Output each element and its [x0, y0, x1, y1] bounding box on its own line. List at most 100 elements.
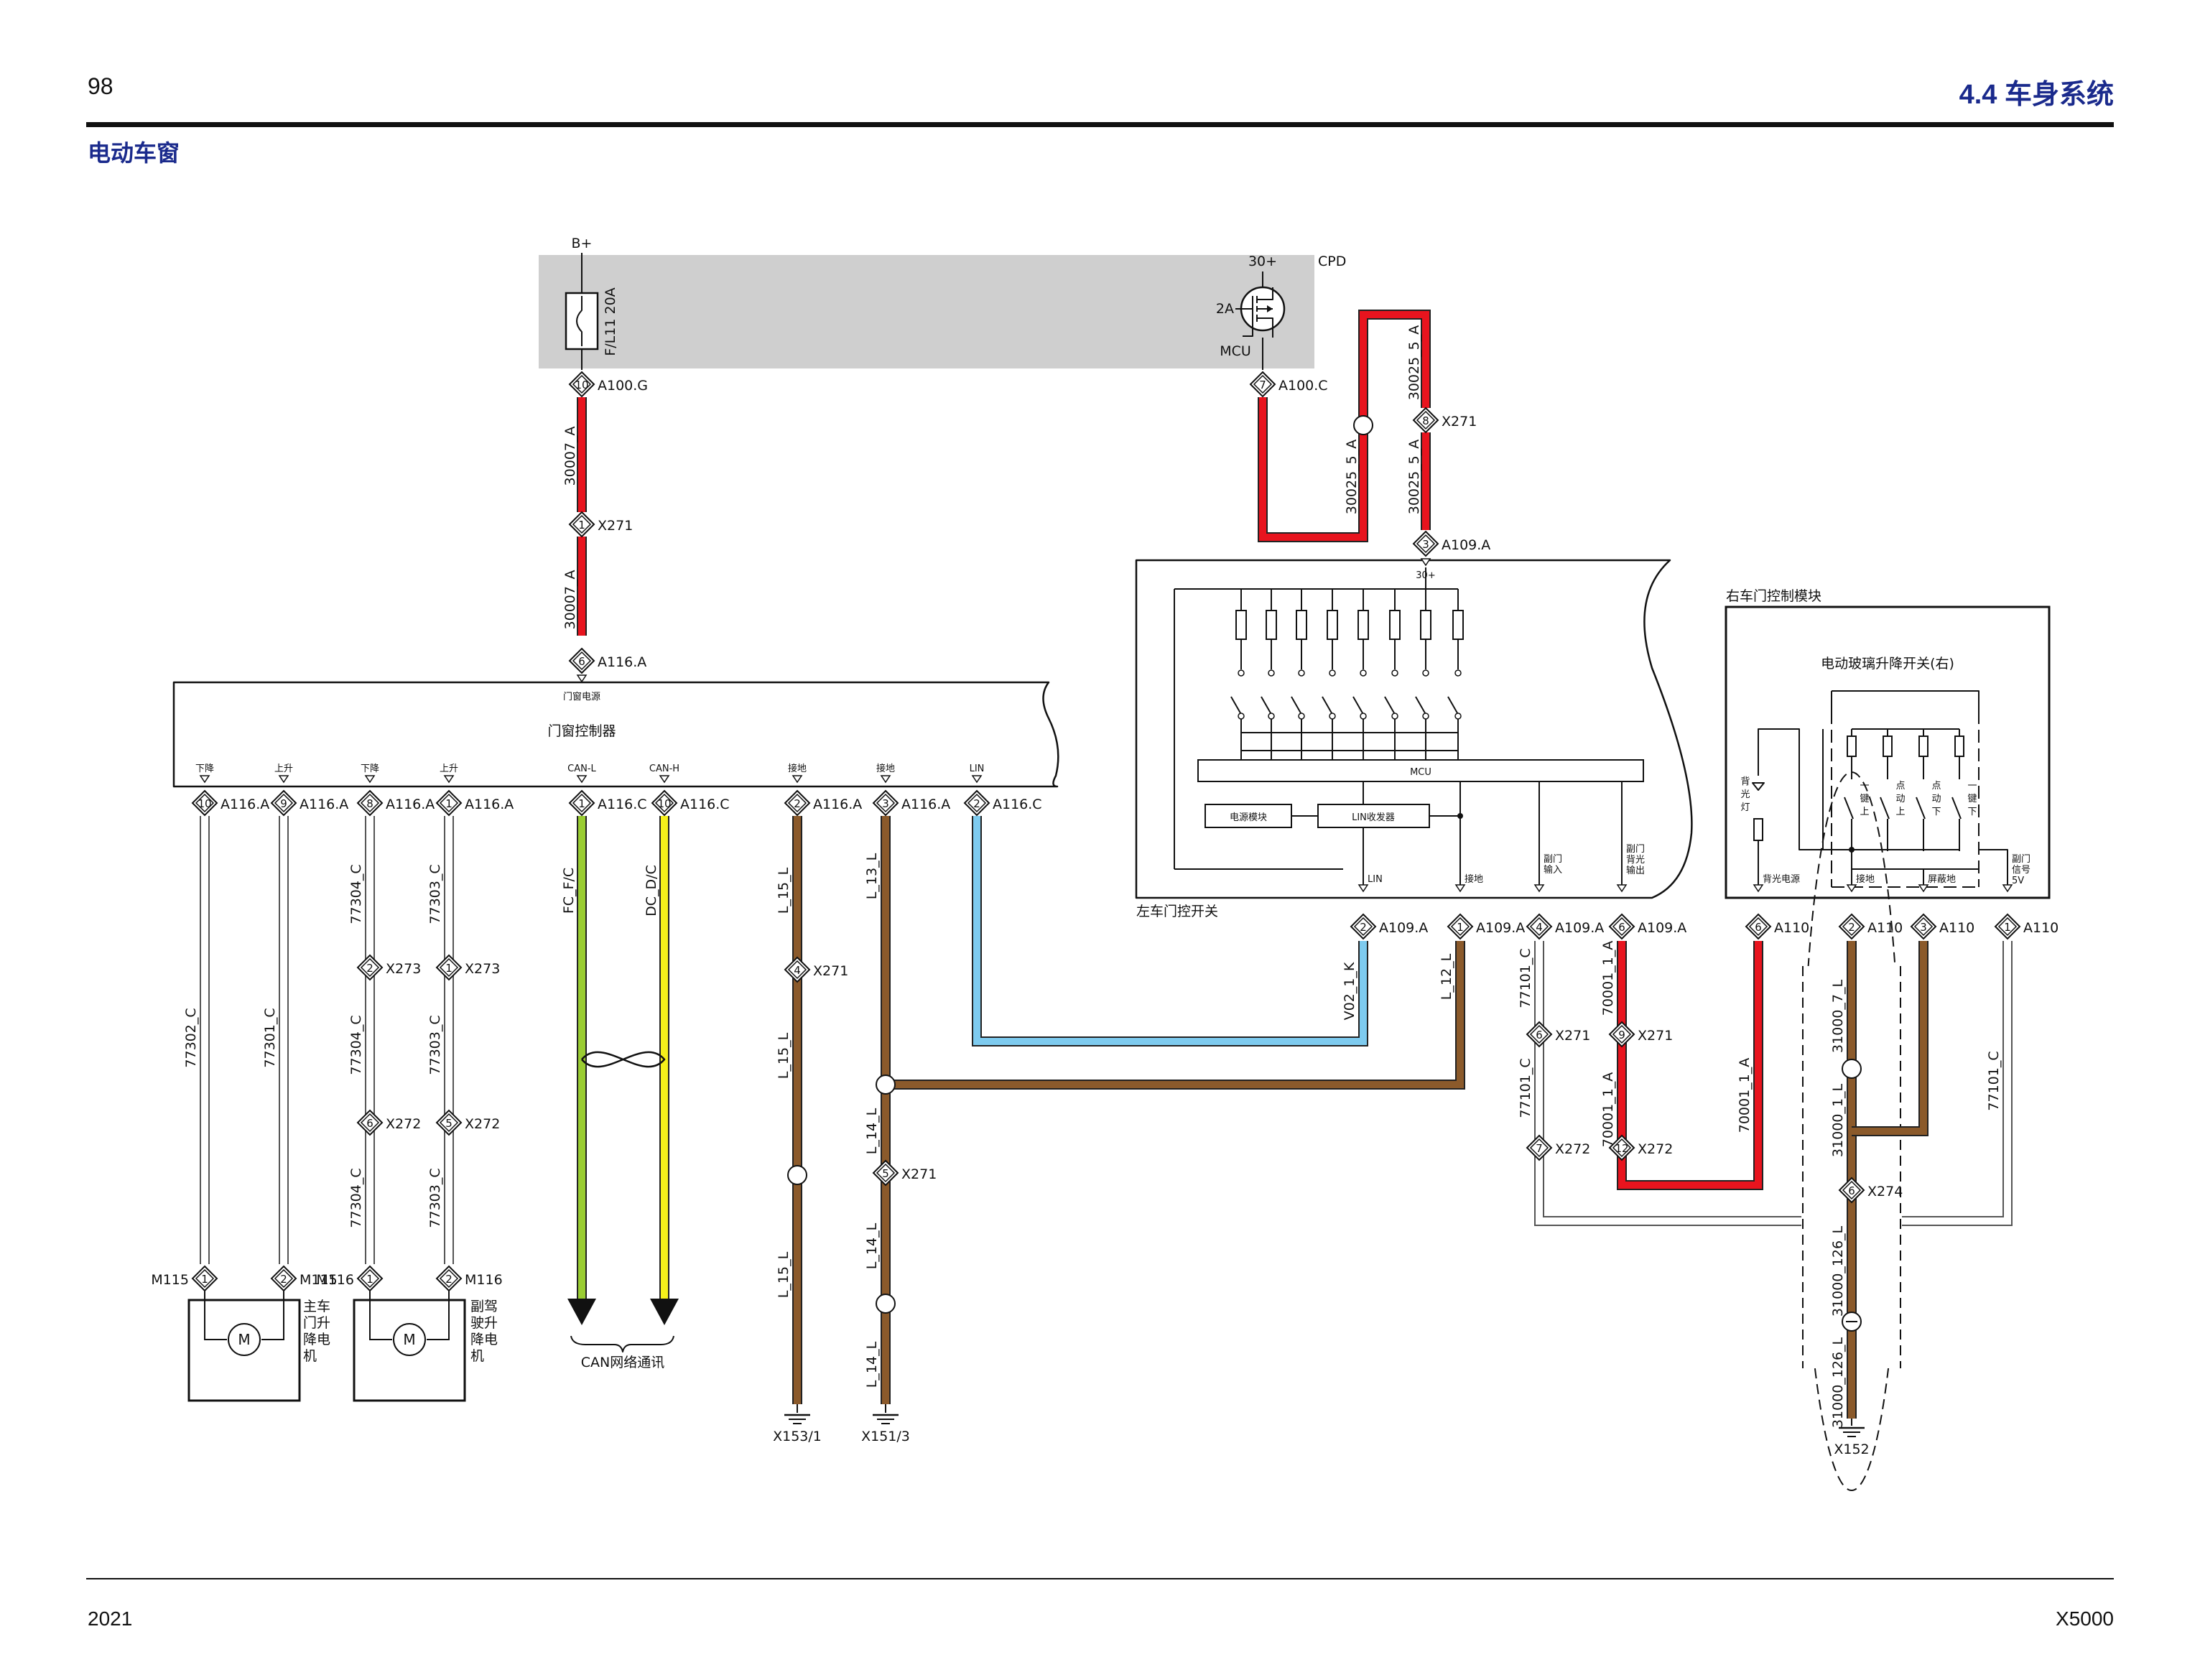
connector-pin: 2 [1848, 921, 1855, 934]
footer-rule [86, 1578, 2114, 1579]
svg-text:CAN-L: CAN-L [567, 764, 596, 774]
connector-name: A116.A [465, 797, 514, 812]
door-ctrl-pin-2: 下降 [361, 764, 379, 784]
wire-label-w70001b: 70001_1_A [1600, 1072, 1616, 1148]
wire-label-w77304b: 77304_C [348, 1015, 364, 1075]
door-ctrl-pin-4: CAN-L [567, 764, 597, 784]
door-ctrl-pin-6: 接地 [788, 763, 807, 784]
connector-name: A116.A [300, 797, 348, 812]
footer-model: X5000 [2056, 1607, 2114, 1630]
window-switch-0 [1230, 589, 1247, 761]
door-ctrl-pin-3: 上升 [440, 764, 458, 784]
power-module-box [1205, 804, 1292, 828]
power-module-label: 电源模块 [1230, 812, 1267, 823]
door-ctrl-power-pin [576, 674, 588, 683]
fet-arrow [1267, 305, 1273, 312]
window-switch-1 [1261, 589, 1277, 761]
connector-name: A100.C [1278, 378, 1328, 394]
svg-text:光: 光 [1740, 789, 1750, 800]
svg-text:点: 点 [1931, 781, 1941, 792]
connector-name: A109.A [1442, 537, 1490, 553]
connector-name: X272 [465, 1116, 500, 1132]
connector-c4: 7 A100.C [1249, 371, 1328, 398]
svg-text:下: 下 [1967, 807, 1977, 817]
connector-name: X272 [1638, 1141, 1673, 1157]
connector-name: A110 [1867, 920, 1903, 936]
svg-text:主车: 主车 [303, 1299, 330, 1314]
wire-label-wdc: DC_D/C [644, 865, 659, 916]
connector-pin: 1 [1457, 921, 1464, 934]
right-pin-2 [1918, 884, 1929, 893]
lin-transceiver-label: LIN收发器 [1352, 812, 1395, 823]
connector-name: A109.A [1476, 920, 1525, 936]
svg-text:上升: 上升 [274, 764, 293, 774]
svg-text:副门: 副门 [2012, 854, 2030, 865]
connector-r2: 2 A110 [1838, 913, 1903, 940]
can-note: CAN网络通讯 [581, 1355, 664, 1370]
backlight-resistor [1753, 818, 1763, 841]
wire-l12 [886, 941, 1465, 1090]
wire-label-w77303b: 77303_C [427, 1015, 443, 1075]
left-switch-mcu-label: MCU [1410, 767, 1431, 778]
wire-label-w30025c: 30025_5_A [1406, 440, 1422, 515]
svg-text:背光: 背光 [1626, 855, 1645, 865]
window-switch-3 [1322, 589, 1338, 761]
fet-mcu-line [1243, 322, 1253, 337]
window-switch-6 [1415, 589, 1431, 761]
connector-pin: 10 [198, 797, 211, 810]
door-ctrl-power-label: 门窗电源 [563, 691, 600, 702]
svg-text:信号: 信号 [2012, 865, 2030, 876]
connector-pin: 1 [445, 962, 452, 975]
door-ctrl-pin-8: LIN [970, 764, 984, 784]
wire-label-w77303c: 77303_C [427, 1168, 443, 1227]
door-controller-label: 门窗控制器 [547, 723, 616, 739]
svg-text:M: M [403, 1331, 415, 1348]
wire-lin [972, 816, 1368, 1046]
wire-label-w77101a: 77101_C [1518, 948, 1533, 1008]
svg-text:输入: 输入 [1544, 864, 1562, 876]
connector-pin: 1 [445, 797, 452, 810]
svg-text:上升: 上升 [440, 764, 458, 774]
svg-text:下降: 下降 [195, 764, 214, 774]
right-switch-1 [1880, 729, 1893, 851]
right-switch-label-1: 点动上 [1895, 781, 1905, 817]
right-switch-label-3: 一键下 [1967, 781, 1977, 817]
connector-pin: 4 [1536, 921, 1543, 934]
svg-text:接地: 接地 [788, 763, 807, 774]
connector-pin: 4 [794, 964, 801, 977]
page-title: 电动车窗 [88, 140, 180, 166]
connector-pin: 10 [575, 379, 588, 391]
connector-pin: 7 [1259, 379, 1266, 391]
svg-text:X151/3: X151/3 [861, 1429, 910, 1444]
connector-name: X271 [1442, 414, 1477, 430]
can-twist-symbol [581, 1051, 666, 1068]
fuse-element [576, 296, 583, 346]
connector-pin: 8 [1422, 414, 1429, 427]
connector-pin: 6 [1848, 1184, 1855, 1197]
svg-text:M: M [238, 1331, 250, 1348]
connector-pin: 2 [280, 1273, 287, 1286]
connector-name: X271 [1638, 1028, 1673, 1044]
window-switch-4 [1352, 589, 1369, 761]
connector-l2: 1 A109.A [1447, 913, 1525, 940]
svg-text:上: 上 [1860, 807, 1869, 817]
svg-text:机: 机 [470, 1348, 484, 1364]
splice-30025 [1353, 415, 1373, 435]
wire-label-w31000b: 31000_1_L [1830, 1084, 1846, 1158]
left-switch-pin-2 [1533, 884, 1545, 893]
